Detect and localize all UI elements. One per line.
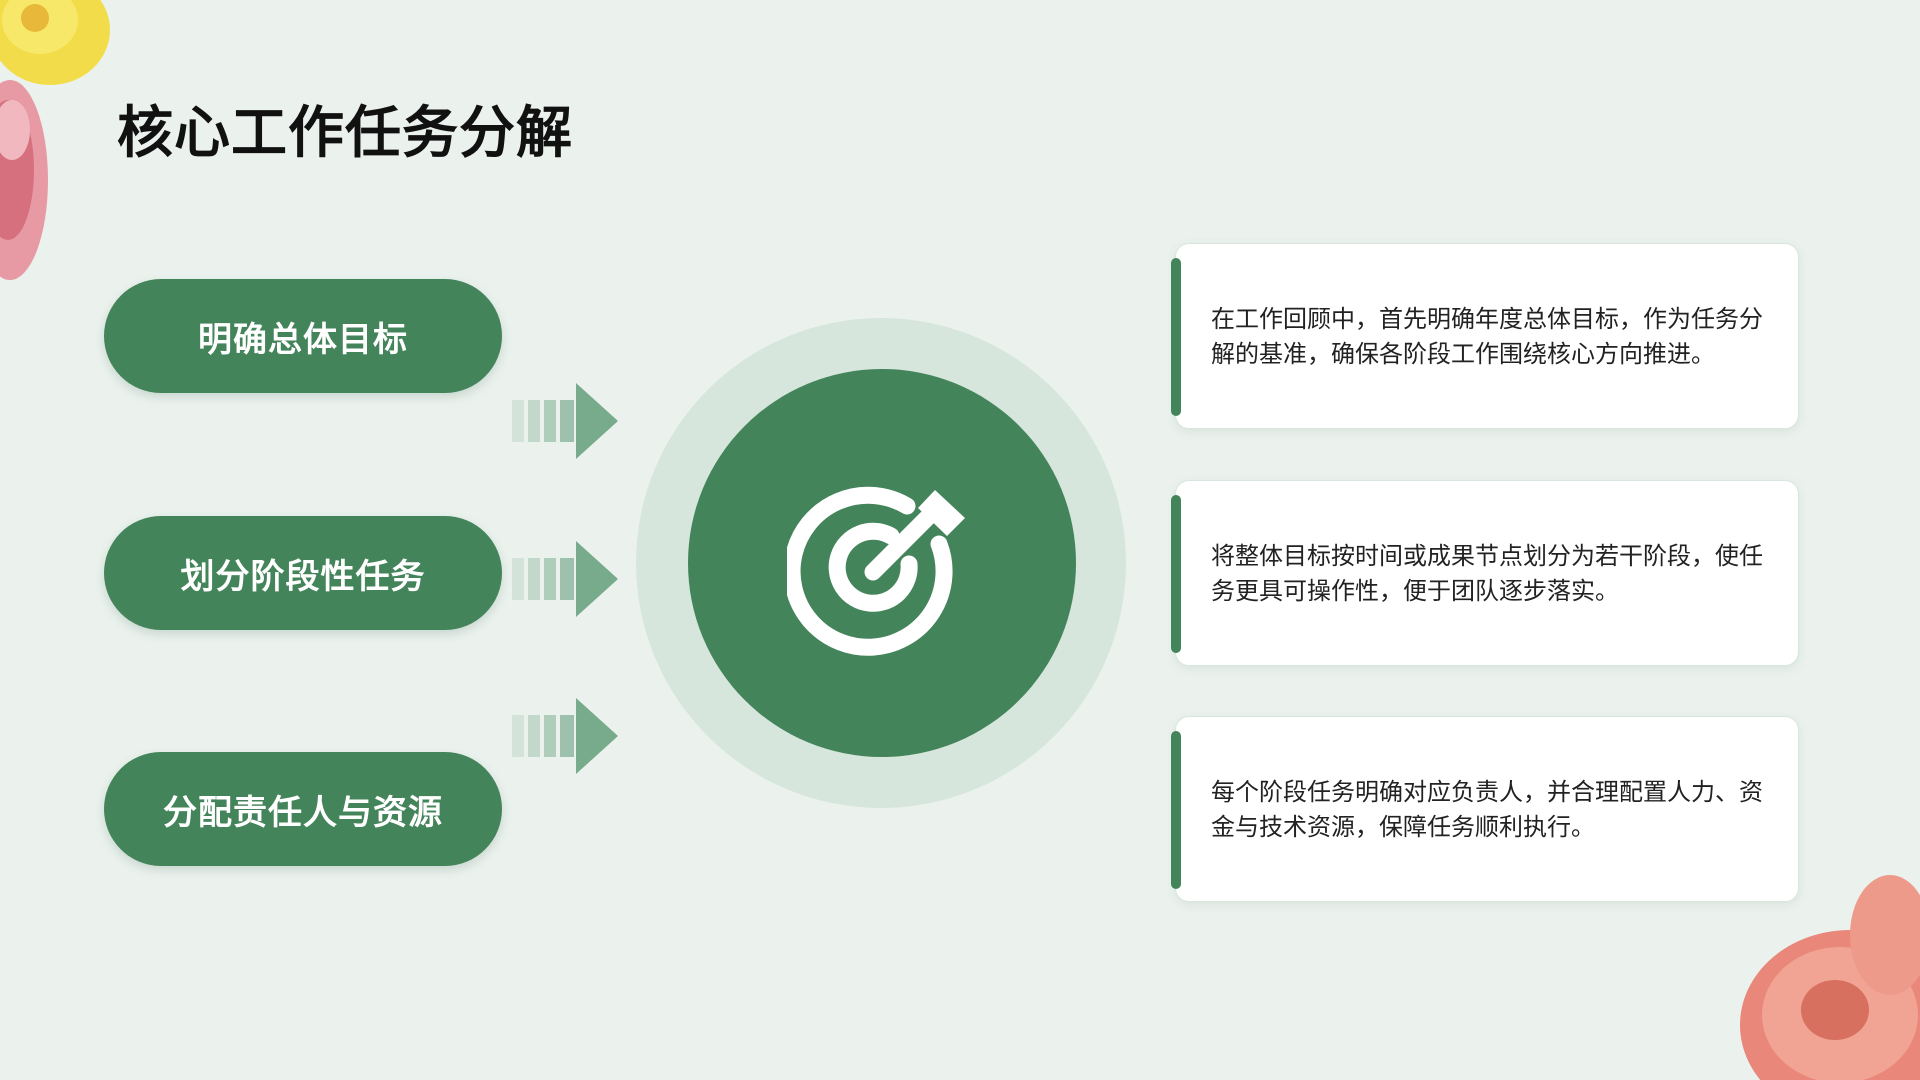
- description-card: 每个阶段任务明确对应负责人，并合理配置人力、资金与技术资源，保障任务顺利执行。: [1171, 716, 1799, 902]
- step-pill-label: 分配责任人与资源: [163, 792, 443, 833]
- card-description: 在工作回顾中，首先明确年度总体目标，作为任务分解的基准，确保各阶段工作围绕核心方…: [1211, 305, 1763, 368]
- step-pill-divide-tasks: 划分阶段性任务: [104, 516, 502, 630]
- card-accent-bar: [1171, 258, 1181, 416]
- card-accent-bar: [1171, 731, 1181, 889]
- card-accent-bar: [1171, 495, 1181, 653]
- center-circle: [688, 369, 1076, 757]
- card-description: 每个阶段任务明确对应负责人，并合理配置人力、资金与技术资源，保障任务顺利执行。: [1211, 778, 1763, 841]
- description-card: 在工作回顾中，首先明确年度总体目标，作为任务分解的基准，确保各阶段工作围绕核心方…: [1171, 243, 1799, 429]
- step-pill-label: 划分阶段性任务: [180, 556, 426, 597]
- pink-flower-decoration: [0, 80, 48, 280]
- step-pill-assign-resources: 分配责任人与资源: [104, 752, 502, 866]
- description-card: 将整体目标按时间或成果节点划分为若干阶段，使任务更具可操作性，便于团队逐步落实。: [1171, 480, 1799, 666]
- arrow-right-icon: [508, 698, 620, 774]
- peach-flower-decoration: [1740, 875, 1920, 1080]
- arrow-right-icon: [508, 383, 620, 459]
- card-description: 将整体目标按时间或成果节点划分为若干阶段，使任务更具可操作性，便于团队逐步落实。: [1211, 542, 1763, 605]
- page-title: 核心工作任务分解: [117, 101, 573, 166]
- arrow-right-icon: [508, 541, 620, 617]
- yellow-flower-decoration: [0, 0, 110, 85]
- target-arrow-icon: [787, 486, 965, 656]
- step-pill-label: 明确总体目标: [198, 319, 408, 360]
- step-pill-define-goal: 明确总体目标: [104, 279, 502, 393]
